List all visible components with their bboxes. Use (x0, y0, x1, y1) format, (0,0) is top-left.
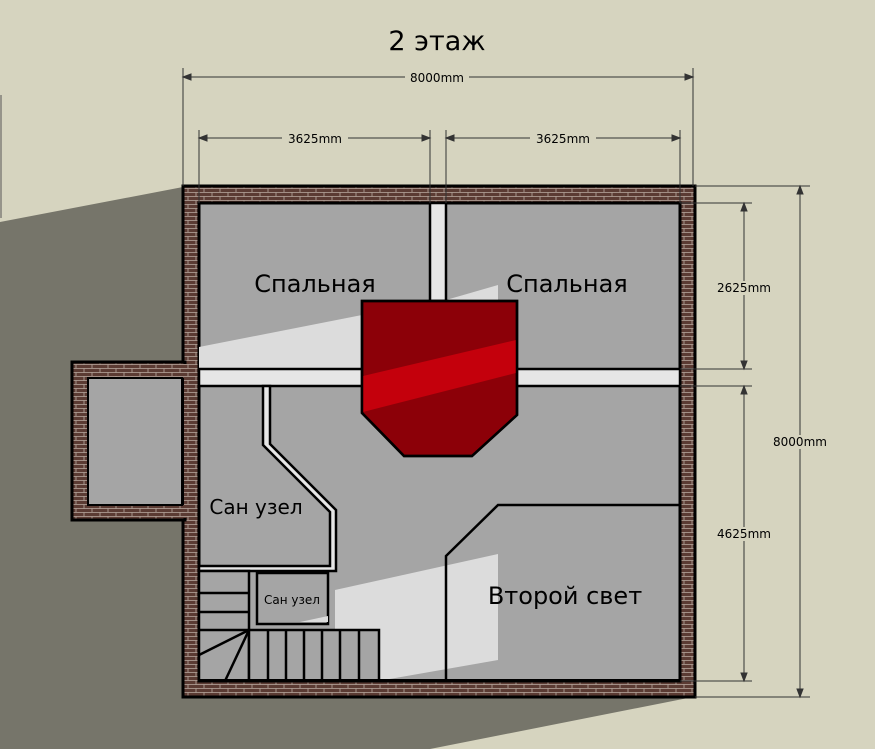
dimension-total-depth: 8000mm (773, 435, 827, 449)
room-label-bathroom-large: Сан узел (209, 495, 302, 519)
light-patch (199, 315, 362, 369)
wall-fill (183, 364, 198, 518)
label-bg (712, 527, 776, 541)
dimension-total-width: 8000mm (410, 71, 464, 85)
dimension-bottom-depth: 4625mm (717, 527, 771, 541)
label-bg (530, 131, 596, 145)
partition-bedrooms (428, 201, 448, 303)
light-patch (446, 285, 498, 300)
annex-floor (87, 377, 183, 506)
dimension-right-width: 3625mm (536, 132, 590, 146)
room-label-bedroom-right: Спальная (506, 270, 627, 298)
page-title: 2 этаж (388, 26, 485, 57)
dimension-top-depth: 2625mm (717, 281, 771, 295)
chimney (360, 299, 519, 458)
label-bg (768, 435, 832, 449)
second-light-boundary (444, 503, 680, 681)
floor-edge (199, 679, 680, 682)
room-label-bedroom-left: Спальная (254, 270, 375, 298)
dimension-left-width: 3625mm (288, 132, 342, 146)
label-bg (712, 281, 776, 295)
room-label-bathroom-small: Сан узел (264, 593, 320, 607)
small-bathroom (255, 571, 330, 626)
light-patch (300, 616, 328, 622)
label-bg (282, 131, 348, 145)
staircase (197, 569, 381, 683)
label-bg (405, 70, 469, 84)
room-label-second-light: Второй свет (488, 582, 642, 610)
shadow (0, 187, 693, 749)
